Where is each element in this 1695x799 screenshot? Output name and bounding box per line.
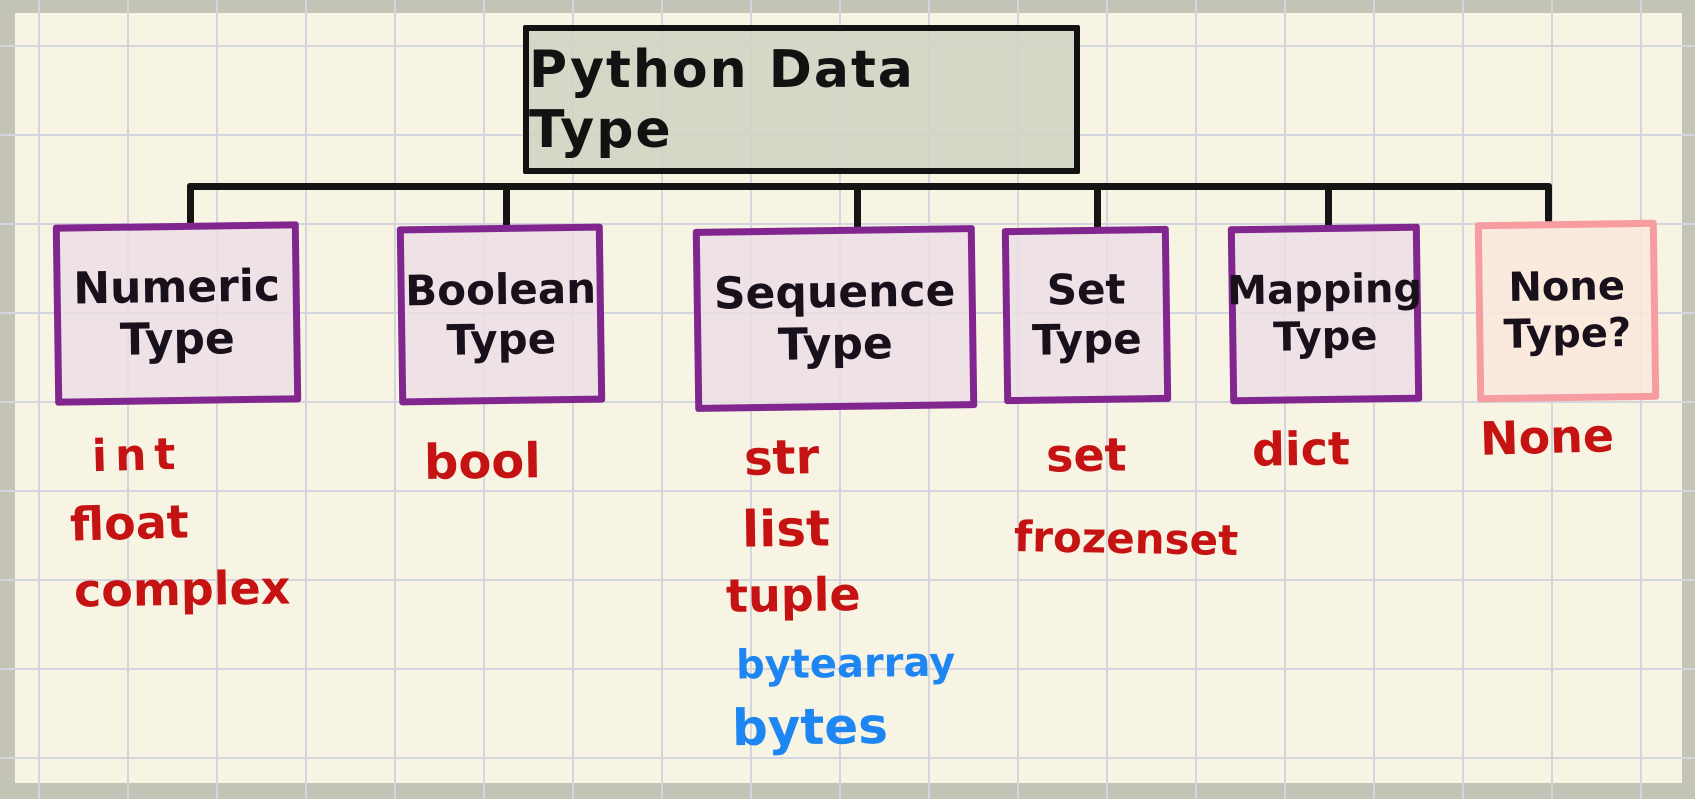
annotation-bytearray: bytearray (735, 639, 956, 689)
node-set-line2: Type (1031, 314, 1142, 365)
node-mapping-line1: Mapping (1226, 265, 1423, 315)
connector-drop-none (1545, 185, 1552, 223)
annotation-none: None (1479, 408, 1615, 466)
annotation-complex: complex (73, 560, 291, 618)
annotation-int: int (91, 428, 185, 483)
node-numeric-line2: Type (119, 312, 236, 366)
annotation-bool: bool (423, 433, 542, 491)
annotation-frozenset: frozenset (1013, 512, 1239, 565)
annotation-float: float (69, 494, 190, 552)
node-numeric-line1: Numeric (72, 260, 281, 315)
node-set-line1: Set (1046, 264, 1126, 316)
connector-drop-mapping (1325, 185, 1332, 227)
node-mapping-type: Mapping Type (1226, 223, 1423, 405)
node-numeric-type: Numeric Type (52, 221, 302, 406)
node-sequence-type: Sequence Type (692, 225, 978, 412)
node-set-type: Set Type (1001, 225, 1172, 405)
node-boolean-type: Boolean Type (396, 223, 606, 406)
node-boolean-line1: Boolean (404, 263, 597, 316)
connector-drop-numeric (187, 183, 194, 225)
connector-drop-set (1094, 185, 1101, 229)
annotation-dict: dict (1251, 421, 1351, 477)
node-none-line2: Type? (1503, 310, 1632, 358)
node-boolean-line2: Type (446, 313, 557, 365)
node-mapping-line2: Type (1272, 313, 1378, 361)
node-none-type: None Type? (1474, 219, 1660, 403)
annotation-str: str (743, 428, 820, 488)
connector-trunk (187, 183, 1552, 190)
node-none-line1: None (1508, 263, 1626, 311)
node-sequence-line1: Sequence (713, 264, 956, 320)
annotation-list: list (741, 499, 831, 559)
connector-drop-boolean (503, 185, 510, 227)
root-node-python-data-type: Python Data Type (523, 25, 1080, 174)
root-title-label: Python Data Type (529, 39, 915, 160)
connector-drop-sequence (854, 185, 861, 229)
annotation-bytes: bytes (731, 696, 889, 758)
annotation-set: set (1045, 427, 1127, 483)
node-sequence-line2: Type (777, 317, 894, 371)
annotation-tuple: tuple (725, 567, 862, 623)
